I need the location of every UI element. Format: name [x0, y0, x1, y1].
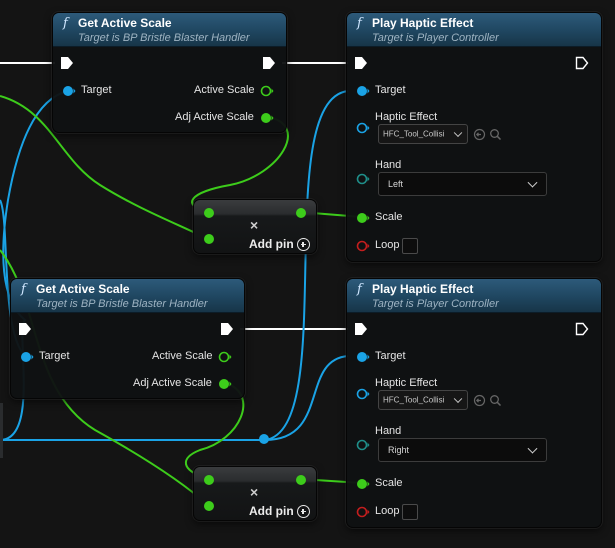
loop-checkbox[interactable] — [402, 238, 418, 254]
node-subtitle: Target is Player Controller — [372, 32, 499, 44]
target-pin[interactable] — [356, 84, 370, 98]
node-title: Play Haptic Effect — [372, 282, 474, 296]
haptic-effect-pin[interactable] — [356, 121, 370, 135]
hand-dropdown[interactable]: Left — [378, 172, 547, 196]
node-header[interactable] — [53, 13, 286, 47]
add-output-pin[interactable] — [294, 206, 308, 220]
chevron-down-icon — [527, 177, 538, 188]
haptic-effect-value: HFC_Tool_Collisi — [383, 129, 445, 139]
function-icon: f — [63, 16, 68, 31]
scale-label: Scale — [375, 211, 403, 223]
object-wire[interactable] — [264, 355, 349, 441]
active-scale-label: Active Scale — [194, 84, 255, 96]
adj-active-scale-pin[interactable] — [260, 111, 274, 125]
add-input-pin-a[interactable] — [202, 473, 216, 487]
chevron-down-icon — [527, 443, 538, 454]
adj-active-scale-label: Adj Active Scale — [133, 377, 212, 389]
haptic-effect-asset-picker[interactable]: HFC_Tool_Collisi — [378, 390, 468, 410]
loop-label: Loop — [375, 505, 400, 517]
add-circle-icon[interactable] — [297, 238, 310, 251]
get-active-scale-node[interactable]: f Get Active Scale Target is BP Bristle … — [52, 12, 287, 133]
exec-out-pin[interactable] — [220, 322, 234, 336]
add-output-pin[interactable] — [294, 473, 308, 487]
chevron-down-icon — [453, 394, 463, 404]
object-wire[interactable] — [264, 90, 349, 441]
loop-pin[interactable] — [356, 505, 370, 519]
node-subtitle: Target is Player Controller — [372, 298, 499, 310]
use-selected-asset-icon[interactable] — [473, 394, 486, 407]
loop-label: Loop — [375, 239, 400, 251]
close-icon[interactable]: × — [250, 484, 259, 500]
add-circle-icon[interactable] — [297, 505, 310, 518]
hand-pin[interactable] — [356, 438, 370, 452]
browse-asset-icon[interactable] — [489, 394, 502, 407]
adj-active-scale-label: Adj Active Scale — [175, 111, 254, 123]
node-subtitle: Target is BP Bristle Blaster Handler — [36, 298, 208, 310]
target-label: Target — [375, 350, 406, 362]
function-icon: f — [357, 16, 362, 31]
exec-in-pin[interactable] — [354, 322, 368, 336]
reroute-knot[interactable] — [259, 434, 269, 444]
hand-label: Hand — [375, 425, 402, 437]
exec-out-pin[interactable] — [575, 56, 589, 70]
target-pin[interactable] — [20, 350, 34, 364]
node-title: Get Active Scale — [78, 16, 172, 30]
node-title: Play Haptic Effect — [372, 16, 474, 30]
exec-out-pin[interactable] — [575, 322, 589, 336]
add-pin-label[interactable]: Add pin — [249, 504, 294, 518]
active-scale-label: Active Scale — [152, 350, 213, 362]
node-header[interactable] — [347, 13, 601, 47]
add-input-pin-b[interactable] — [202, 499, 216, 513]
target-pin[interactable] — [356, 350, 370, 364]
adj-active-scale-pin[interactable] — [218, 377, 232, 391]
exec-in-pin[interactable] — [18, 322, 32, 336]
node-title: Get Active Scale — [36, 282, 130, 296]
scale-pin[interactable] — [356, 211, 370, 225]
haptic-effect-label: Haptic Effect — [375, 377, 438, 389]
function-icon: f — [357, 282, 362, 297]
browse-asset-icon[interactable] — [489, 128, 502, 141]
exec-in-pin[interactable] — [354, 56, 368, 70]
target-label: Target — [39, 350, 70, 362]
add-pin-label[interactable]: Add pin — [249, 237, 294, 251]
exec-out-pin[interactable] — [262, 56, 276, 70]
target-label: Target — [81, 84, 112, 96]
scale-label: Scale — [375, 477, 403, 489]
offscreen-node-edge — [0, 403, 3, 458]
scale-pin[interactable] — [356, 477, 370, 491]
use-selected-asset-icon[interactable] — [473, 128, 486, 141]
loop-checkbox[interactable] — [402, 504, 418, 520]
hand-pin[interactable] — [356, 172, 370, 186]
hand-label: Hand — [375, 159, 402, 171]
exec-in-pin[interactable] — [60, 56, 74, 70]
active-scale-pin[interactable] — [218, 350, 232, 364]
close-icon[interactable]: × — [250, 217, 259, 233]
function-icon: f — [21, 282, 26, 297]
haptic-effect-pin[interactable] — [356, 387, 370, 401]
hand-value: Left — [388, 179, 404, 189]
node-header[interactable] — [347, 279, 601, 313]
loop-pin[interactable] — [356, 239, 370, 253]
target-pin[interactable] — [62, 84, 76, 98]
active-scale-pin[interactable] — [260, 84, 274, 98]
hand-dropdown[interactable]: Right — [378, 438, 547, 462]
add-input-pin-b[interactable] — [202, 232, 216, 246]
haptic-effect-asset-picker[interactable]: HFC_Tool_Collisi — [378, 124, 468, 144]
haptic-effect-label: Haptic Effect — [375, 111, 438, 123]
play-haptic-effect-node[interactable]: f Play Haptic Effect Target is Player Co… — [346, 12, 602, 262]
node-subtitle: Target is BP Bristle Blaster Handler — [78, 32, 250, 44]
haptic-effect-value: HFC_Tool_Collisi — [383, 395, 445, 405]
hand-value: Right — [388, 445, 410, 455]
add-input-pin-a[interactable] — [202, 206, 216, 220]
chevron-down-icon — [453, 128, 463, 138]
target-label: Target — [375, 84, 406, 96]
